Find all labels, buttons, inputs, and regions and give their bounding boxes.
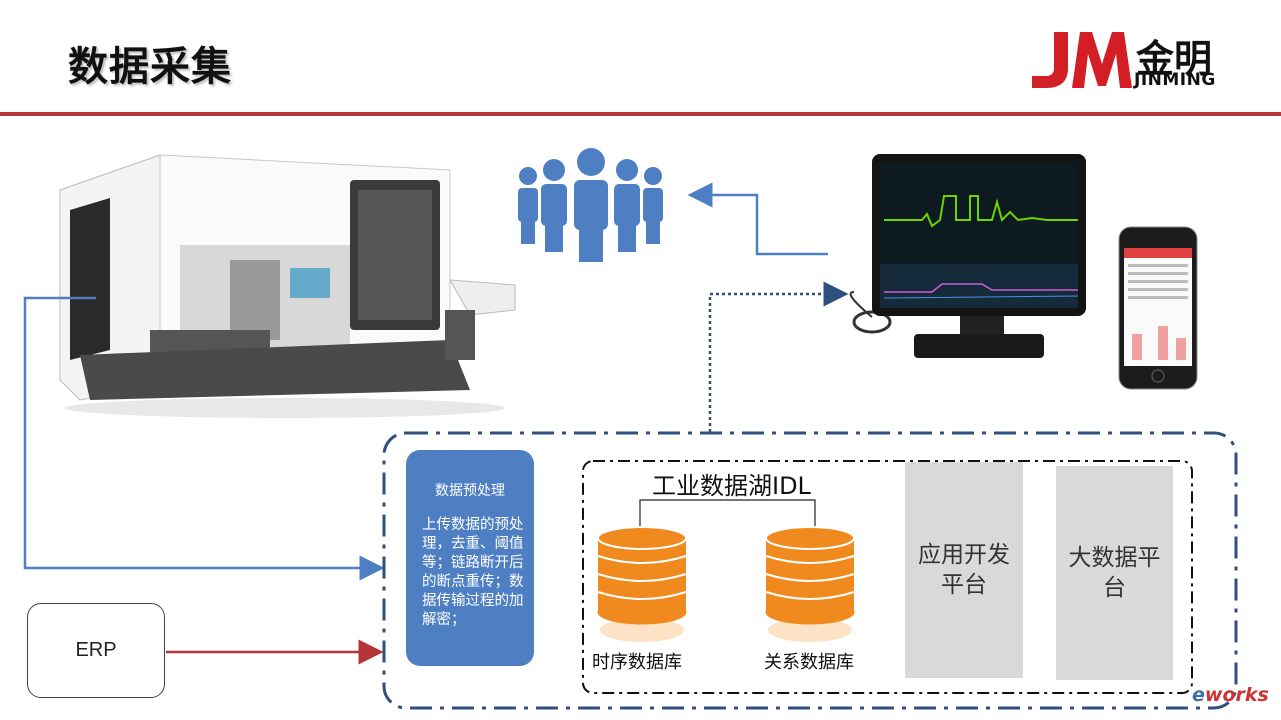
page-title: 数据采集 — [68, 44, 232, 90]
relational-db-icon — [765, 526, 855, 642]
preprocess-title: 数据预处理 — [435, 483, 505, 499]
big-data-platform-label: 大数据平台 — [1068, 545, 1161, 601]
erp-box: ERP — [27, 603, 165, 698]
preprocess-body: 上传数据的预处理，去重、阈值等；链路断开后的断点重传；数据传输过程的加解密； — [422, 517, 524, 628]
app-dev-platform-label: 应用开发平台 — [918, 542, 1010, 598]
preprocess-box: 数据预处理 上传数据的预处理，去重、阈值等；链路断开后的断点重传；数据传输过程的… — [406, 450, 534, 666]
logo-text-en: JINMING — [1134, 70, 1216, 90]
time-series-db-icon — [597, 526, 687, 642]
eworks-watermark: eworks — [1192, 684, 1269, 706]
time-series-db-label: 时序数据库 — [592, 652, 682, 673]
datalake-title: 工业数据湖IDL — [652, 472, 811, 500]
logo-text-cn: 金明 — [1136, 37, 1213, 81]
relational-db-label: 关系数据库 — [764, 652, 854, 673]
users-group-icon — [518, 148, 663, 262]
eworks-watermark-prefix: e — [1192, 684, 1205, 706]
big-data-platform-box: 大数据平台 — [1056, 466, 1173, 680]
header-divider — [0, 112, 1281, 116]
cnc-machine-icon — [59, 154, 516, 418]
monitoring-screen-icon — [849, 154, 1086, 358]
smartphone-icon — [1118, 226, 1198, 390]
eworks-watermark-suffix: works — [1204, 684, 1269, 706]
jinming-logo-icon — [1032, 32, 1132, 88]
app-dev-platform-box: 应用开发平台 — [905, 462, 1023, 678]
erp-label: ERP — [75, 639, 117, 661]
